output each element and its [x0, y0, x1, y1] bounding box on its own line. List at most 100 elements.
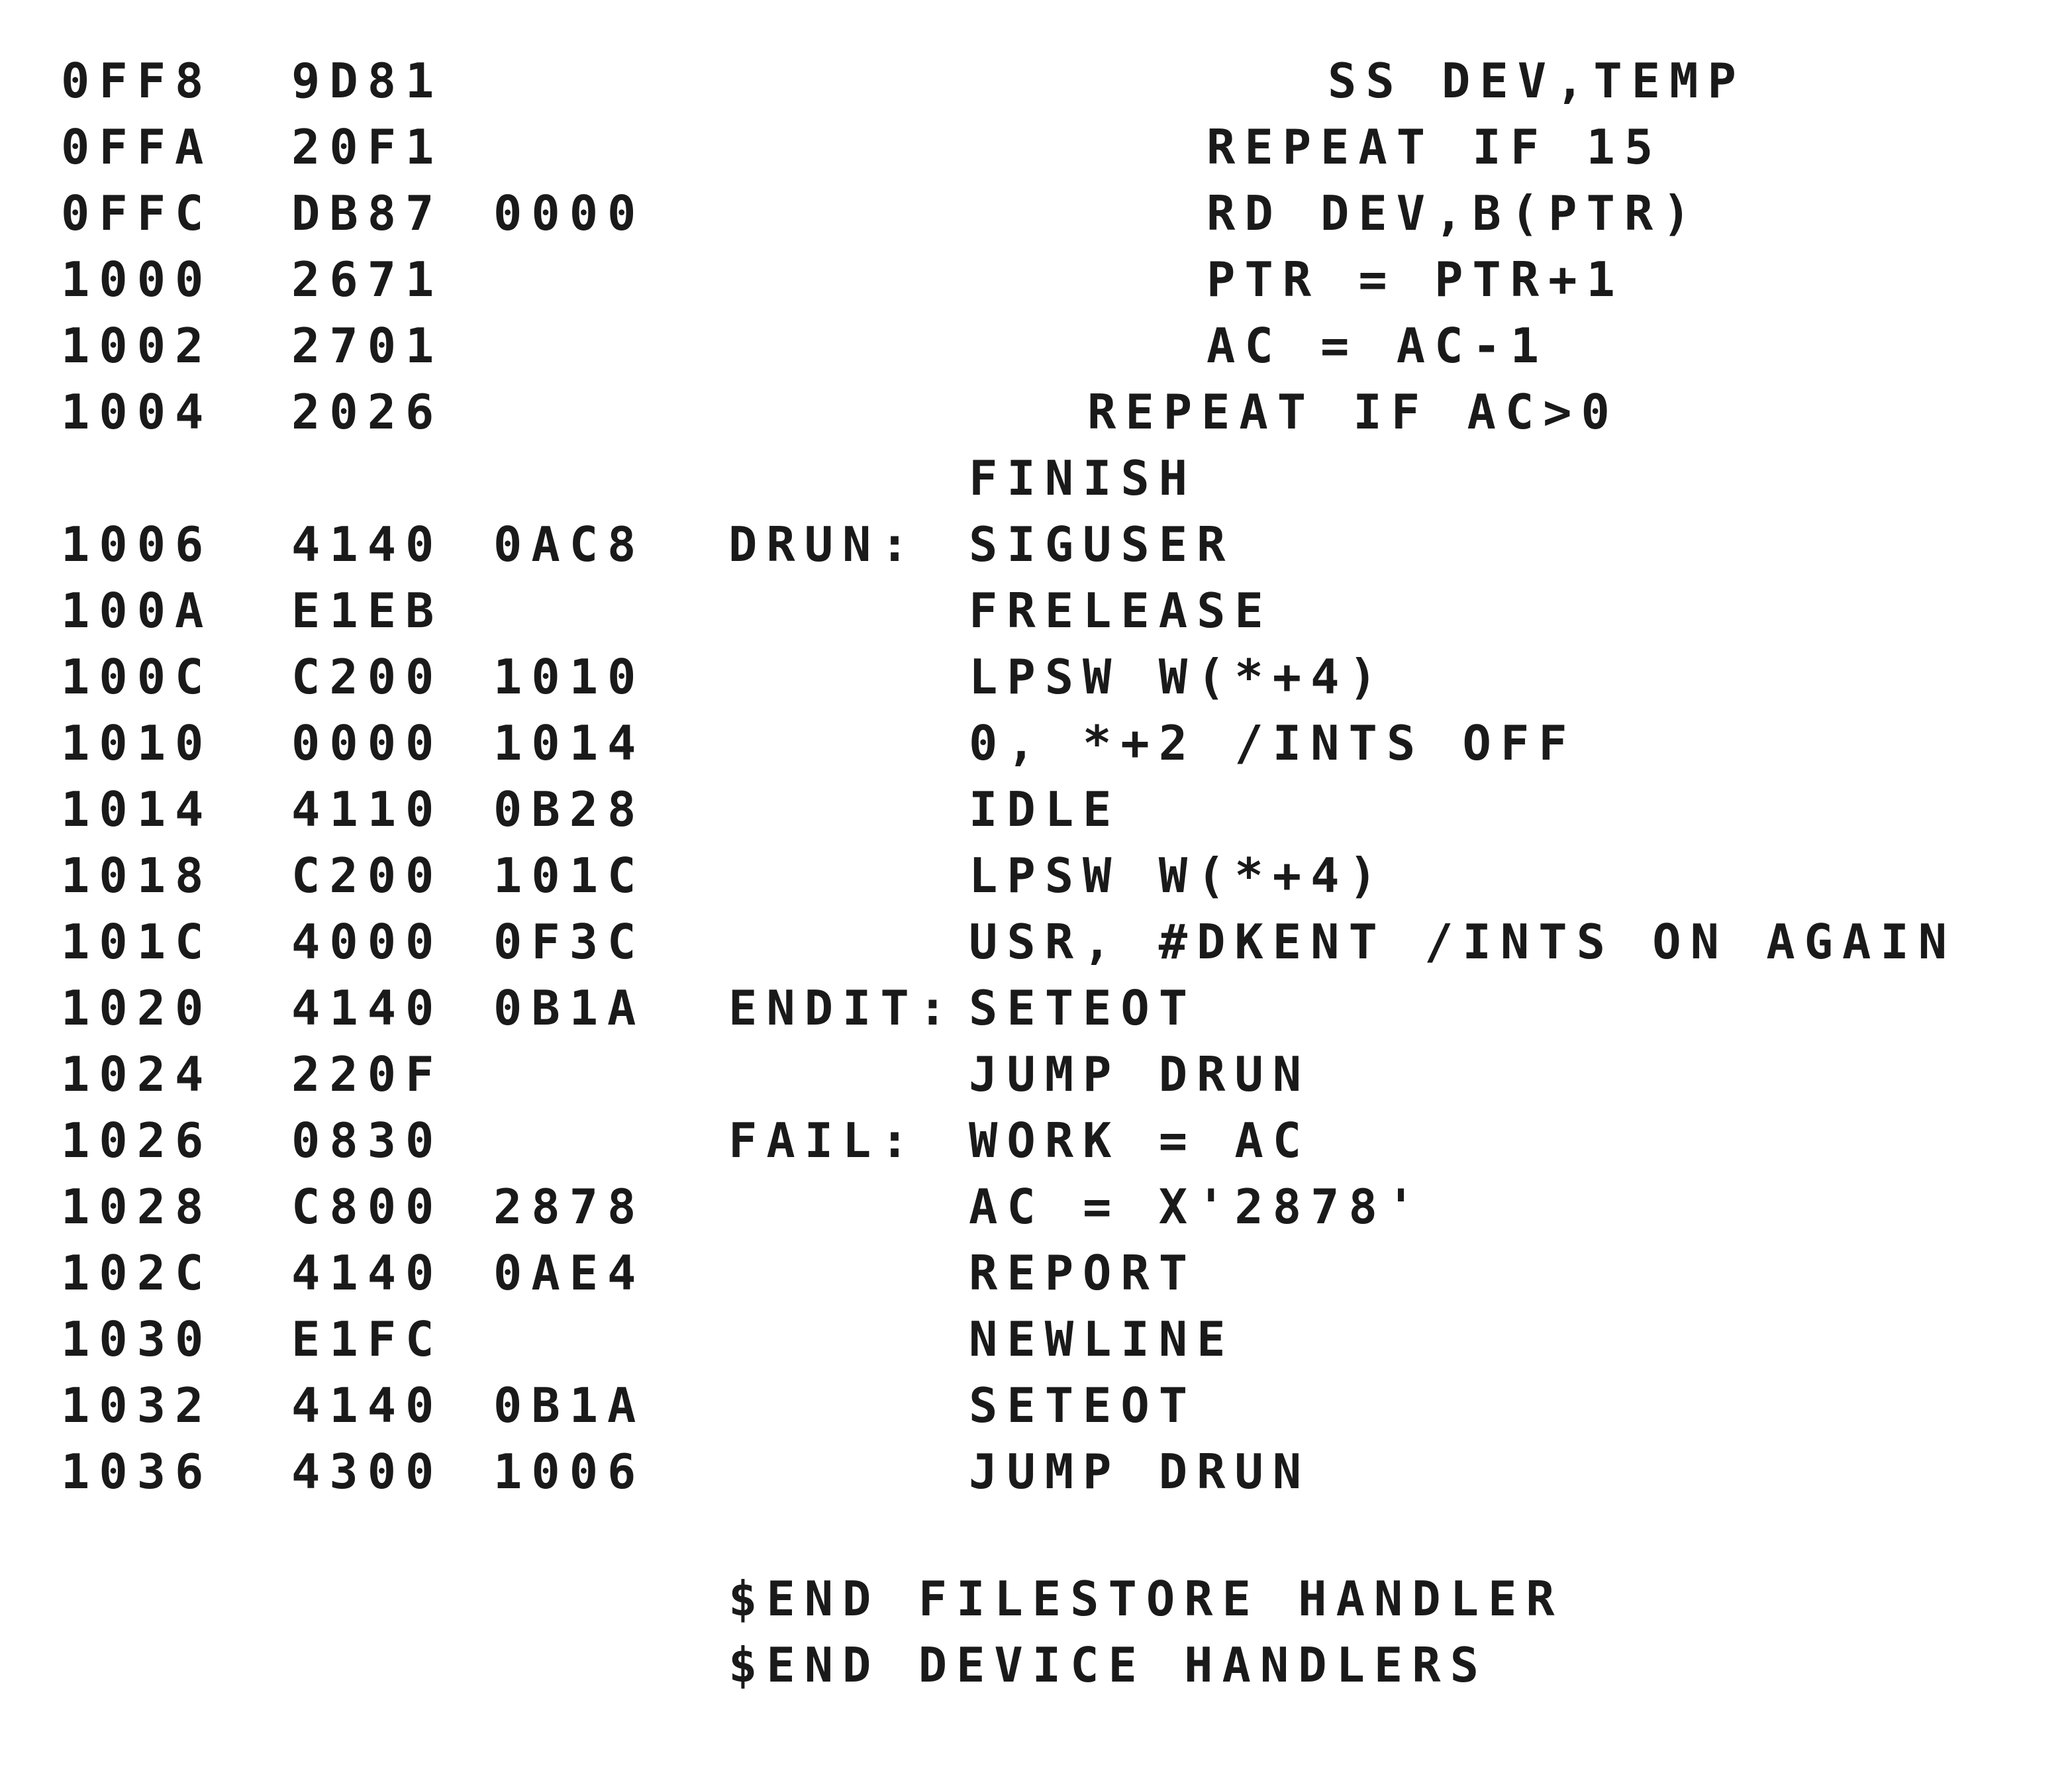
statement-cell: AC = X'2878' [969, 1179, 1425, 1235]
object-word-1: 0000 [291, 715, 444, 771]
statement-cell: REPEAT IF AC>0 [1087, 384, 1619, 440]
statement-cell: SETEOT [969, 980, 1197, 1036]
listing-row: 1018 C200 101C LPSW W(*+4) [0, 842, 2072, 909]
listing-row: 1004 2026 REPEAT IF AC>0 [0, 379, 2072, 445]
address-cell: 1002 [61, 318, 213, 374]
object-word-1: 4140 [291, 1378, 444, 1433]
statement-cell: LPSW W(*+4) [969, 848, 1387, 903]
statement-cell: JUMP DRUN [969, 1046, 1311, 1102]
object-word-2: 1006 [493, 1444, 646, 1499]
listing-row: 1030 E1FC NEWLINE [0, 1306, 2072, 1372]
statement-cell: AC = AC-1 [1207, 318, 1549, 374]
listing-row: 100A E1EB FRELEASE [0, 578, 2072, 644]
object-word-2: 1010 [493, 649, 646, 705]
object-word-1: 4140 [291, 980, 444, 1036]
statement-cell: LPSW W(*+4) [969, 649, 1387, 705]
statement-cell: FINISH [969, 450, 1197, 506]
statement-cell: NEWLINE [969, 1311, 1235, 1367]
address-cell: 1036 [61, 1444, 213, 1499]
object-word-1: E1FC [291, 1311, 444, 1367]
object-word-1: 220F [291, 1046, 444, 1102]
statement-cell: FRELEASE [969, 583, 1273, 638]
listing-row: 1032 4140 0B1A SETEOT [0, 1372, 2072, 1439]
listing-row: 1014 4110 0B28 IDLE [0, 776, 2072, 842]
object-word-1: 4000 [291, 914, 444, 970]
listing-row: 0FFA 20F1 REPEAT IF 15 [0, 114, 2072, 180]
object-word-2: 0B1A [493, 1378, 646, 1433]
address-cell: 1004 [61, 384, 213, 440]
object-word-2: 1014 [493, 715, 646, 771]
listing-row: 1002 2701 AC = AC-1 [0, 313, 2072, 379]
label-cell: DRUN: [728, 517, 918, 572]
object-word-2: 0F3C [493, 914, 646, 970]
listing-row: 1028 C800 2878 AC = X'2878' [0, 1174, 2072, 1240]
address-cell: 1028 [61, 1179, 213, 1235]
statement-cell: SS DEV,TEMP [1328, 53, 1746, 109]
address-cell: 1000 [61, 252, 213, 307]
statement-cell: SIGUSER [969, 517, 1235, 572]
object-word-1: C200 [291, 649, 444, 705]
object-word-1: 4110 [291, 782, 444, 837]
statement-cell: 0, *+2 /INTS OFF [969, 715, 1577, 771]
statement-cell: PTR = PTR+1 [1207, 252, 1624, 307]
object-word-1: 9D81 [291, 53, 444, 109]
address-cell: 100A [61, 583, 213, 638]
listing-row: 1026 0830 FAIL: WORK = AC [0, 1107, 2072, 1174]
address-cell: 0FFC [61, 185, 213, 241]
listing-row: 0FFC DB87 0000 RD DEV,B(PTR) [0, 180, 2072, 246]
address-cell: 102C [61, 1245, 213, 1301]
listing-row: 100C C200 1010 LPSW W(*+4) [0, 644, 2072, 710]
address-cell: 1030 [61, 1311, 213, 1367]
listing-row: 1000 2671 PTR = PTR+1 [0, 246, 2072, 313]
object-word-2: 0AC8 [493, 517, 646, 572]
listing-row: 0FF8 9D81 SS DEV,TEMP [0, 48, 2072, 114]
object-word-1: 2671 [291, 252, 444, 307]
statement-cell: IDLE [969, 782, 1121, 837]
object-word-1: 2701 [291, 318, 444, 374]
address-cell: 0FF8 [61, 53, 213, 109]
statement-cell: RD DEV,B(PTR) [1207, 185, 1701, 241]
object-word-2: 0B28 [493, 782, 646, 837]
address-cell: 101C [61, 914, 213, 970]
object-word-1: C200 [291, 848, 444, 903]
statement-cell: WORK = AC [969, 1113, 1311, 1168]
statement-cell: SETEOT [969, 1378, 1197, 1433]
object-word-1: 4140 [291, 1245, 444, 1301]
listing-row: 1006 4140 0AC8 DRUN: SIGUSER [0, 511, 2072, 578]
statement-cell: USR, #DKENT /INTS ON AGAIN [969, 914, 1957, 970]
end-directive: $END FILESTORE HANDLER [728, 1571, 1564, 1627]
listing-row: 1024 220F JUMP DRUN [0, 1041, 2072, 1107]
listing-row: FINISH [0, 445, 2072, 511]
statement-cell: REPEAT IF 15 [1207, 119, 1663, 175]
label-cell: ENDIT: [728, 980, 957, 1036]
address-cell: 1006 [61, 517, 213, 572]
object-word-1: DB87 [291, 185, 444, 241]
address-cell: 1018 [61, 848, 213, 903]
object-word-2: 0B1A [493, 980, 646, 1036]
listing-row: 1010 0000 1014 0, *+2 /INTS OFF [0, 710, 2072, 776]
object-word-2: 0AE4 [493, 1245, 646, 1301]
address-cell: 0FFA [61, 119, 213, 175]
address-cell: 100C [61, 649, 213, 705]
address-cell: 1032 [61, 1378, 213, 1433]
object-word-1: C800 [291, 1179, 444, 1235]
listing-row: 101C 4000 0F3C USR, #DKENT /INTS ON AGAIN [0, 909, 2072, 975]
object-word-1: 4140 [291, 517, 444, 572]
address-cell: 1010 [61, 715, 213, 771]
address-cell: 1020 [61, 980, 213, 1036]
object-word-2: 0000 [493, 185, 646, 241]
address-cell: 1026 [61, 1113, 213, 1168]
statement-cell: JUMP DRUN [969, 1444, 1311, 1499]
address-cell: 1024 [61, 1046, 213, 1102]
object-word-1: 2026 [291, 384, 444, 440]
object-word-1: 0830 [291, 1113, 444, 1168]
object-word-1: E1EB [291, 583, 444, 638]
object-word-2: 2878 [493, 1179, 646, 1235]
object-word-1: 20F1 [291, 119, 444, 175]
label-cell: FAIL: [728, 1113, 918, 1168]
object-word-2: 101C [493, 848, 646, 903]
address-cell: 1014 [61, 782, 213, 837]
